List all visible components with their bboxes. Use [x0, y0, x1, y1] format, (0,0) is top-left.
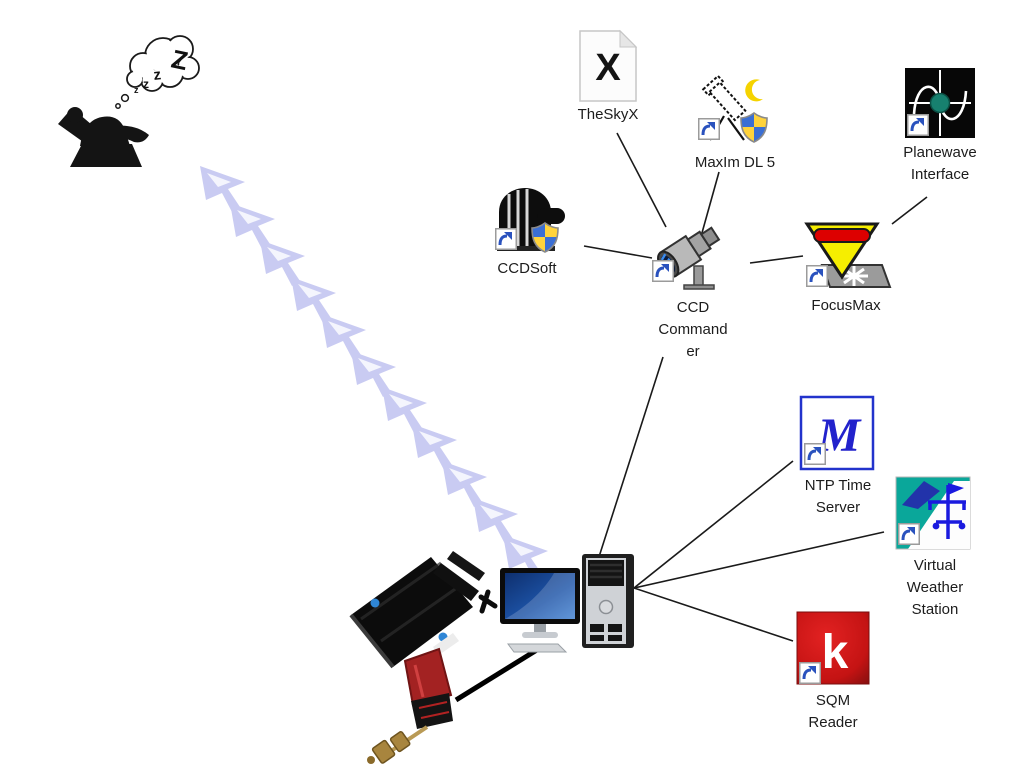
edge-computer-ntp [633, 460, 794, 589]
edge-focusmax-planewave [891, 196, 928, 225]
edge-computer-sqm [633, 587, 794, 642]
virtual-weather-station-icon [895, 476, 971, 550]
planewave-label-line2: Interface [910, 166, 970, 183]
telescope-icon [349, 551, 498, 764]
node-theskyx[interactable]: X TheSkyX [558, 29, 658, 126]
focusmax-funnel-icon [804, 222, 892, 288]
dream-cloud-icon: Z z z z [115, 35, 200, 109]
cloud-z3: z [143, 77, 149, 91]
node-focusmax[interactable]: FocusMax [791, 215, 901, 317]
focusmax-label: FocusMax [811, 297, 881, 314]
node-planewave-interface[interactable]: Planewave Interface [882, 68, 998, 186]
ntp-time-server-icon: M [799, 395, 875, 471]
shortcut-arrow-icon [906, 113, 930, 137]
edge-maxim-ccdcommander [699, 171, 720, 241]
ntp-label-line1: NTP Time [804, 477, 872, 494]
ccdsoft-camera-icon [494, 188, 565, 256]
node-virtual-weather-station[interactable]: Virtual Weather Station [879, 475, 991, 621]
theskyx-document-icon: X [579, 29, 638, 102]
cloud-z1: Z [169, 44, 191, 77]
node-sqm-reader[interactable]: k SQM Reader [778, 610, 888, 734]
maxim-dl5-label: MaxIm DL 5 [694, 154, 776, 171]
sqm-k-glyph: k [822, 626, 849, 679]
ccd-commander-telescope-icon [651, 226, 721, 290]
vws-label-line2: Weather [906, 579, 964, 596]
vws-label-line1: Virtual [913, 557, 957, 574]
cloud-z4: z [134, 85, 139, 95]
node-maxim-dl5[interactable]: MaxIm DL 5 [675, 74, 795, 174]
maxim-telescope-icon [697, 74, 776, 150]
ccd-commander-label-line3: er [686, 343, 700, 360]
ntp-label-line2: Server [815, 499, 861, 516]
shortcut-arrow-icon [803, 442, 827, 466]
sqm-label-line2: Reader [808, 714, 858, 731]
theskyx-label: TheSkyX [577, 106, 639, 123]
edge-ccdcommander-computer [597, 356, 664, 561]
shortcut-arrow-icon [897, 522, 921, 546]
ccd-commander-label-line1: CCD [676, 299, 710, 316]
node-ccd-commander[interactable]: CCD Command er [638, 210, 748, 363]
edge-ccdsoft-ccdcommander [583, 245, 653, 259]
desktop-computer-icon [500, 554, 634, 653]
shortcut-arrow-icon [805, 264, 829, 288]
theskyx-x-glyph: X [595, 47, 621, 89]
edge-computer-telescope [454, 645, 542, 703]
sqm-reader-icon: k [796, 611, 870, 685]
planewave-icon [905, 68, 975, 138]
sleeping-user-recliner-icon [58, 107, 149, 167]
shortcut-arrow-icon [494, 227, 518, 251]
edge-computer-vws [633, 531, 885, 589]
node-ntp-time-server[interactable]: M NTP Time Server [783, 395, 893, 519]
ccd-commander-label-line2: Command [658, 321, 728, 338]
ccdsoft-label: CCDSoft [497, 260, 557, 277]
cloud-z2: z [153, 66, 162, 84]
vws-label-line3: Station [911, 601, 959, 618]
shortcut-arrow-icon [798, 661, 822, 685]
edge-ccdcommander-focusmax [749, 255, 804, 264]
uac-shield-icon [740, 112, 768, 143]
shortcut-arrow-icon [651, 259, 675, 283]
node-ccdsoft[interactable]: CCDSoft [477, 182, 577, 280]
planewave-label-line1: Planewave [903, 144, 977, 161]
maxim-moon-crescent [745, 79, 763, 102]
sqm-label-line1: SQM [815, 692, 851, 709]
edge-theskyx-ccdcommander [616, 132, 667, 228]
shortcut-arrow-icon [697, 117, 721, 141]
